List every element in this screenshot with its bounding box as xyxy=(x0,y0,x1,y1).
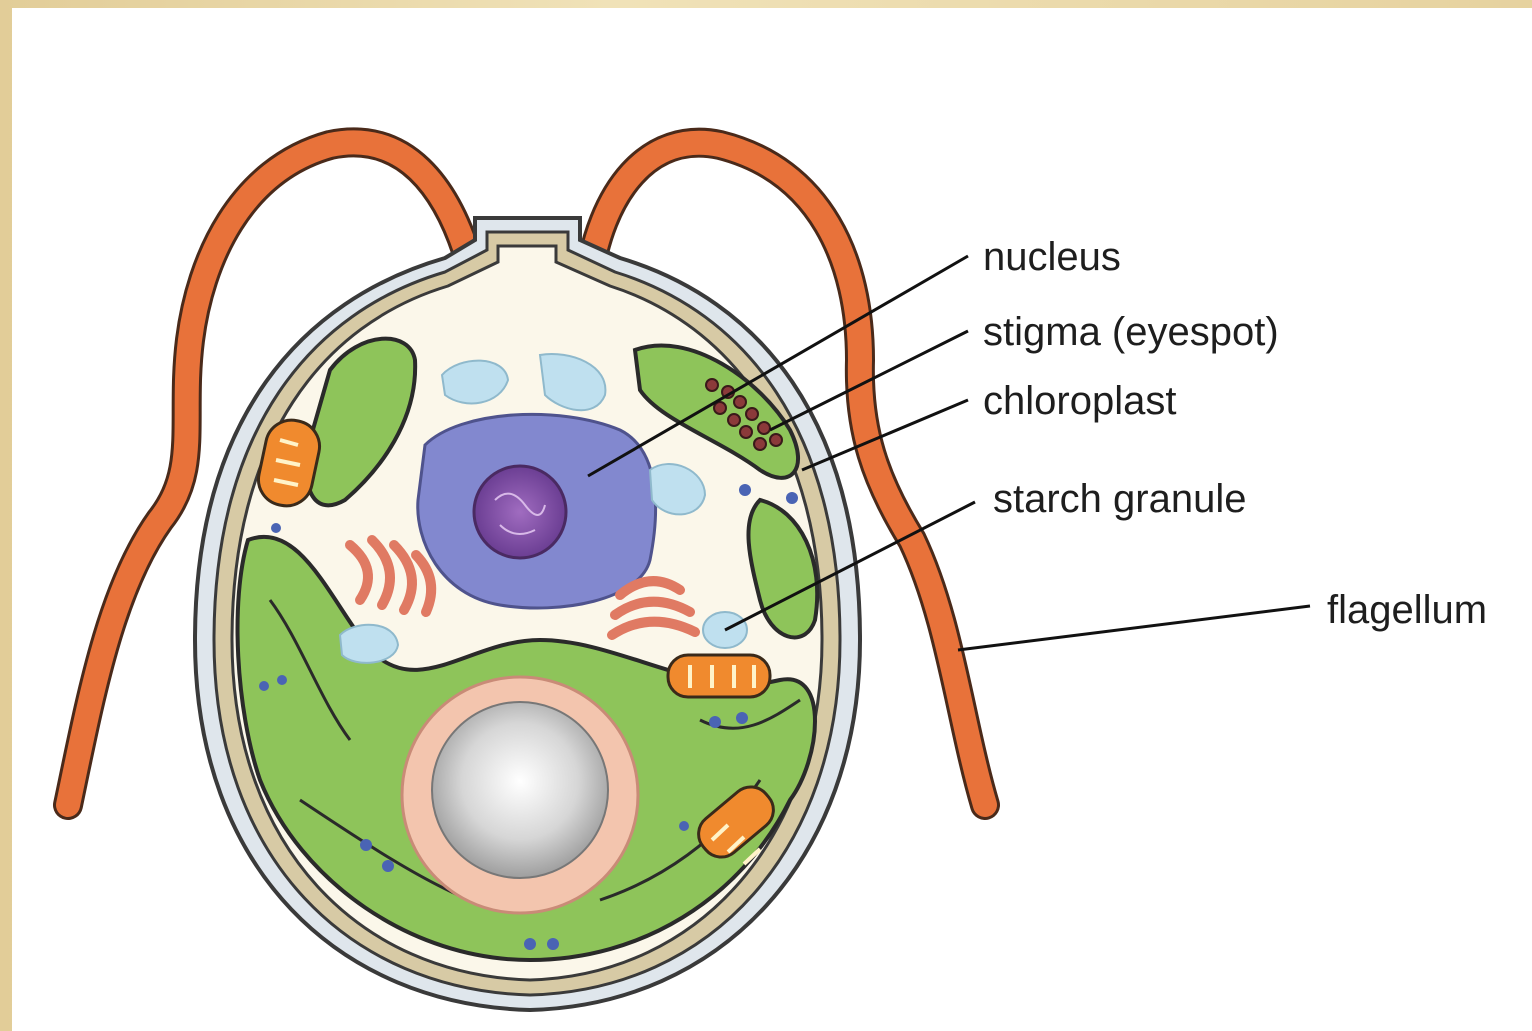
pyrenoid xyxy=(402,677,638,913)
vesicle-4 xyxy=(340,625,398,663)
label-flagellum: flagellum xyxy=(1327,588,1487,632)
mitochondrion-2 xyxy=(668,655,770,697)
label-nucleus: nucleus xyxy=(983,235,1121,279)
leader-flagellum xyxy=(958,606,1310,650)
label-chloroplast: chloroplast xyxy=(983,379,1176,423)
nucleus-shape xyxy=(418,414,656,608)
label-stigma: stigma (eyespot) xyxy=(983,310,1279,354)
label-starch-granule: starch granule xyxy=(993,477,1246,521)
